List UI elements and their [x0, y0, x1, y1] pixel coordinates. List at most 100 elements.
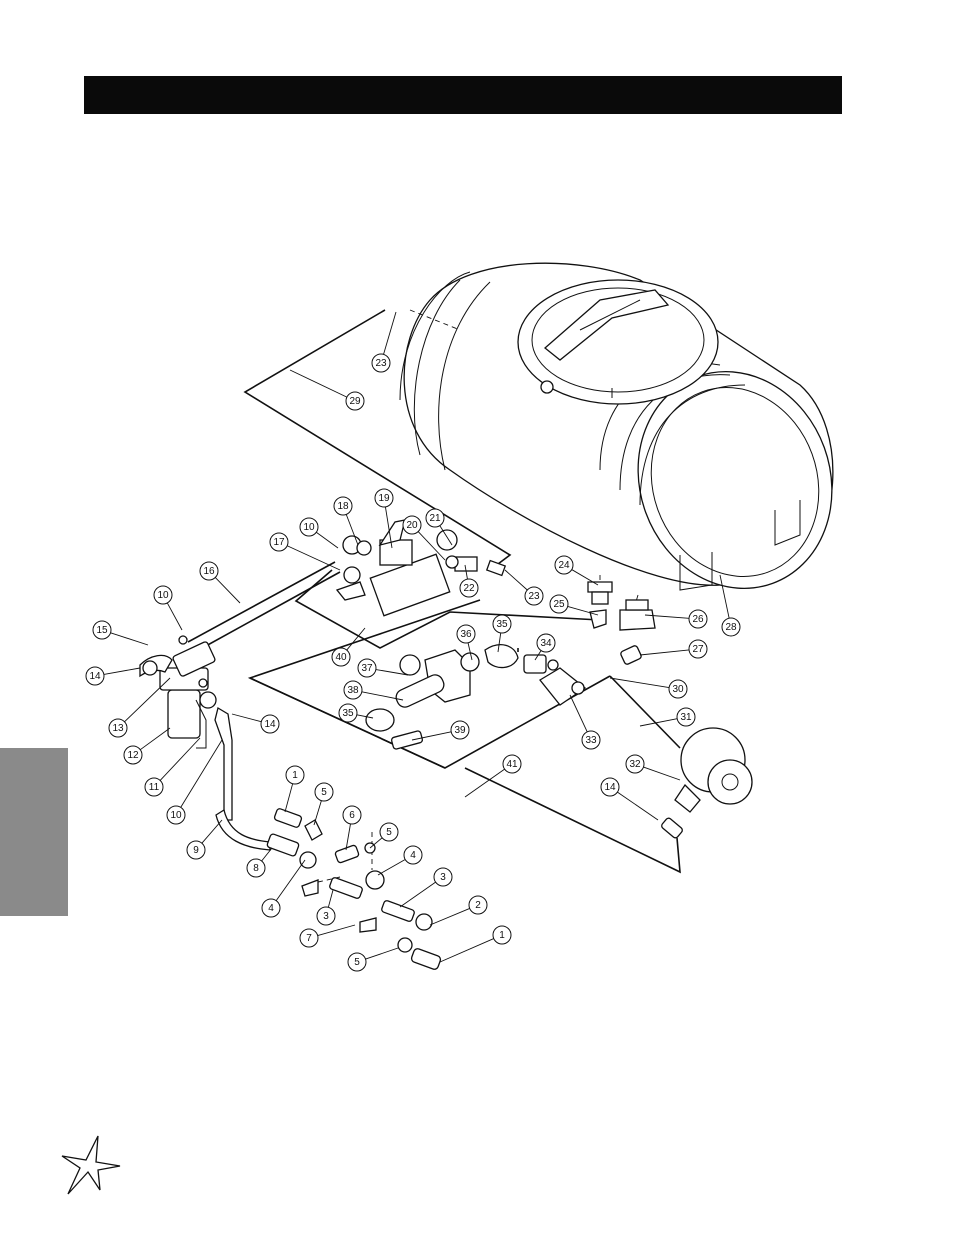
callout-number: 12 — [127, 750, 139, 761]
callout-bubble — [338, 703, 358, 723]
callout-13: 13 — [108, 677, 171, 738]
callout-6: 6 — [342, 805, 362, 851]
callout-leader — [719, 574, 730, 619]
callout-leader — [201, 819, 223, 844]
callout-bubble — [402, 515, 422, 535]
callout-9: 9 — [186, 819, 223, 860]
callout-number: 16 — [203, 566, 215, 577]
callout-18: 18 — [333, 496, 359, 546]
callout-bubble — [374, 488, 394, 508]
callout-number: 14 — [89, 671, 101, 682]
callout-bubble — [144, 777, 164, 797]
strainer-group — [139, 635, 317, 869]
callout-1: 1 — [439, 925, 512, 963]
callout-number: 28 — [725, 622, 737, 633]
callout-24: 24 — [554, 555, 599, 586]
callout-leader — [361, 691, 404, 701]
callout-number: 5 — [321, 787, 327, 798]
callout-number: 3 — [323, 911, 329, 922]
callout-number: 32 — [629, 759, 641, 770]
callout-number: 10 — [170, 810, 182, 821]
callout-number: 5 — [386, 827, 392, 838]
callout-bubble — [676, 707, 696, 727]
callout-bubble — [357, 658, 377, 678]
callout-leader — [103, 667, 141, 675]
callout-leader — [464, 564, 468, 580]
callout-leader — [284, 783, 294, 813]
callout-14: 14 — [231, 713, 280, 734]
callout-number: 26 — [692, 614, 704, 625]
callout-number: 22 — [463, 583, 475, 594]
callout-leader — [504, 569, 528, 591]
callout-39: 39 — [411, 720, 470, 741]
callout-number: 19 — [378, 493, 390, 504]
callout-4: 4 — [261, 859, 306, 918]
callout-bubble — [379, 822, 399, 842]
callout-7: 7 — [299, 924, 356, 948]
callout-10: 10 — [299, 517, 339, 549]
callout-number: 35 — [342, 708, 354, 719]
callout-leader — [569, 694, 588, 733]
callout-14: 14 — [600, 777, 659, 821]
callout-bubble — [425, 508, 445, 528]
callout-number: 25 — [553, 599, 565, 610]
callout-leader — [534, 650, 542, 661]
callout-4: 4 — [377, 845, 423, 876]
callout-bubble — [468, 895, 488, 915]
callout-bubble — [668, 679, 688, 699]
callout-bubble — [153, 585, 173, 605]
callout-leader — [375, 669, 409, 676]
fittings-group — [273, 808, 442, 970]
callout-bubble — [554, 555, 574, 575]
callout-leader — [644, 614, 690, 619]
callout-number: 24 — [558, 560, 570, 571]
callout-leader — [180, 739, 223, 808]
callout-bubble — [314, 782, 334, 802]
callout-bubble — [92, 620, 112, 640]
callout-leader — [429, 908, 470, 926]
callout-11: 11 — [144, 737, 201, 797]
callout-5: 5 — [347, 947, 399, 972]
callout-bubble — [721, 617, 741, 637]
callout-30: 30 — [609, 677, 688, 699]
callout-leader — [639, 718, 678, 727]
callout-number: 10 — [157, 590, 169, 601]
callout-bubble — [331, 647, 351, 667]
callout-leader — [261, 847, 273, 862]
callout-number: 30 — [672, 684, 684, 695]
callout-35: 35 — [338, 703, 374, 723]
callout-bubble — [186, 840, 206, 860]
callout-1: 1 — [284, 765, 305, 813]
callout-number: 37 — [361, 663, 373, 674]
callout-leader — [467, 642, 473, 661]
hose-lines — [187, 309, 681, 874]
callout-leader — [275, 859, 306, 901]
callout-bubble — [492, 614, 512, 634]
callout-bubble — [246, 858, 266, 878]
callout-bubble — [581, 730, 601, 750]
callout-number: 34 — [540, 638, 552, 649]
callout-leader — [124, 677, 171, 723]
callout-number: 21 — [429, 513, 441, 524]
callout-leader — [571, 569, 599, 586]
callout-number: 23 — [528, 591, 540, 602]
callout-bubble — [166, 805, 186, 825]
callout-number: 40 — [335, 652, 347, 663]
callout-bubble — [524, 586, 544, 606]
callout-number: 3 — [440, 872, 446, 883]
callout-bubble — [536, 633, 556, 653]
callout-21: 21 — [425, 508, 453, 546]
callout-29: 29 — [289, 369, 365, 411]
callout-leader — [356, 714, 374, 719]
callout-bubble — [688, 609, 708, 629]
callout-bubble — [333, 496, 353, 516]
callout-8: 8 — [246, 847, 273, 878]
callout-number: 39 — [454, 725, 466, 736]
callout-3: 3 — [316, 889, 336, 926]
callout-number: 11 — [149, 782, 160, 793]
callout-bubble — [502, 754, 522, 774]
callout-5: 5 — [369, 822, 399, 849]
callout-19: 19 — [374, 488, 394, 549]
callout-bubble — [285, 765, 305, 785]
callout-number: 9 — [193, 845, 199, 856]
